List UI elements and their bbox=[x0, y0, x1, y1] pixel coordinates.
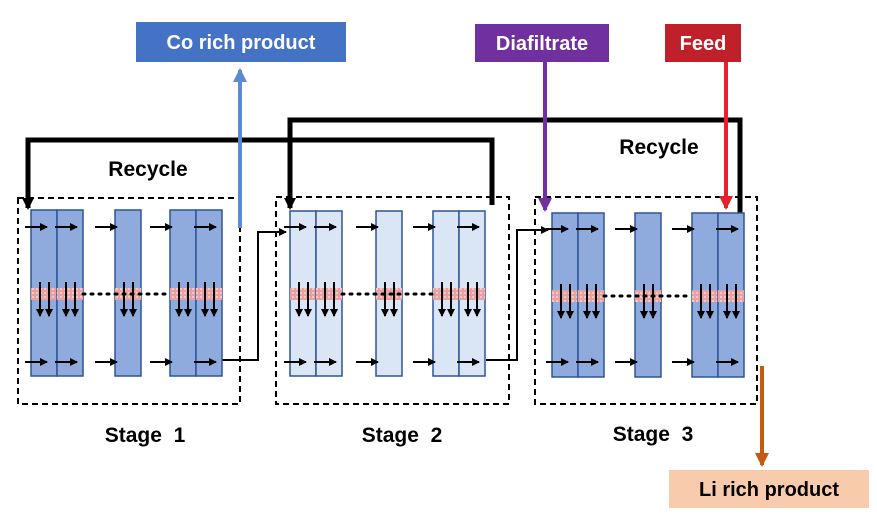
diafiltrate-label: Diafiltrate bbox=[496, 33, 588, 55]
membrane-layer bbox=[718, 290, 744, 302]
co-product-label: Co rich product bbox=[167, 32, 316, 54]
recycle-label-left: Recycle bbox=[108, 158, 187, 181]
membrane-layer bbox=[170, 288, 196, 300]
recycle-label-right: Recycle bbox=[619, 136, 698, 159]
membrane-layer bbox=[635, 290, 661, 302]
membrane-layer bbox=[196, 288, 222, 300]
connector-stage1-to-stage2 bbox=[222, 228, 287, 361]
membrane-layer bbox=[692, 290, 718, 302]
stage-2-modules bbox=[284, 210, 486, 377]
membrane-layer bbox=[316, 288, 342, 300]
li-product-label: Li rich product bbox=[699, 479, 839, 501]
stage-3-modules bbox=[546, 212, 745, 378]
feed-box bbox=[665, 24, 741, 62]
membrane-layer bbox=[115, 288, 141, 300]
membrane-layer bbox=[433, 288, 459, 300]
membrane-layer bbox=[552, 290, 578, 302]
stage-1-label: Stage 1 bbox=[105, 424, 186, 447]
li-product-box bbox=[669, 470, 869, 508]
connector-stage2-to-stage3 bbox=[486, 226, 549, 361]
stage-1-modules bbox=[25, 209, 223, 377]
membrane-layer bbox=[57, 288, 83, 300]
recycle-loop-right bbox=[284, 117, 743, 215]
diafiltrate-box bbox=[475, 24, 609, 62]
membrane-layer bbox=[31, 288, 57, 300]
membrane-layer bbox=[578, 290, 604, 302]
feed-label: Feed bbox=[680, 33, 727, 55]
stage-2-label: Stage 2 bbox=[362, 424, 443, 447]
stage-3-label: Stage 3 bbox=[613, 423, 694, 446]
membrane-layer bbox=[459, 288, 485, 300]
stage-1-box bbox=[17, 197, 241, 405]
membrane-layer bbox=[290, 288, 316, 300]
stage-3-box bbox=[534, 196, 758, 405]
co-product-box bbox=[136, 22, 346, 62]
recycle-loop-left bbox=[22, 137, 495, 210]
